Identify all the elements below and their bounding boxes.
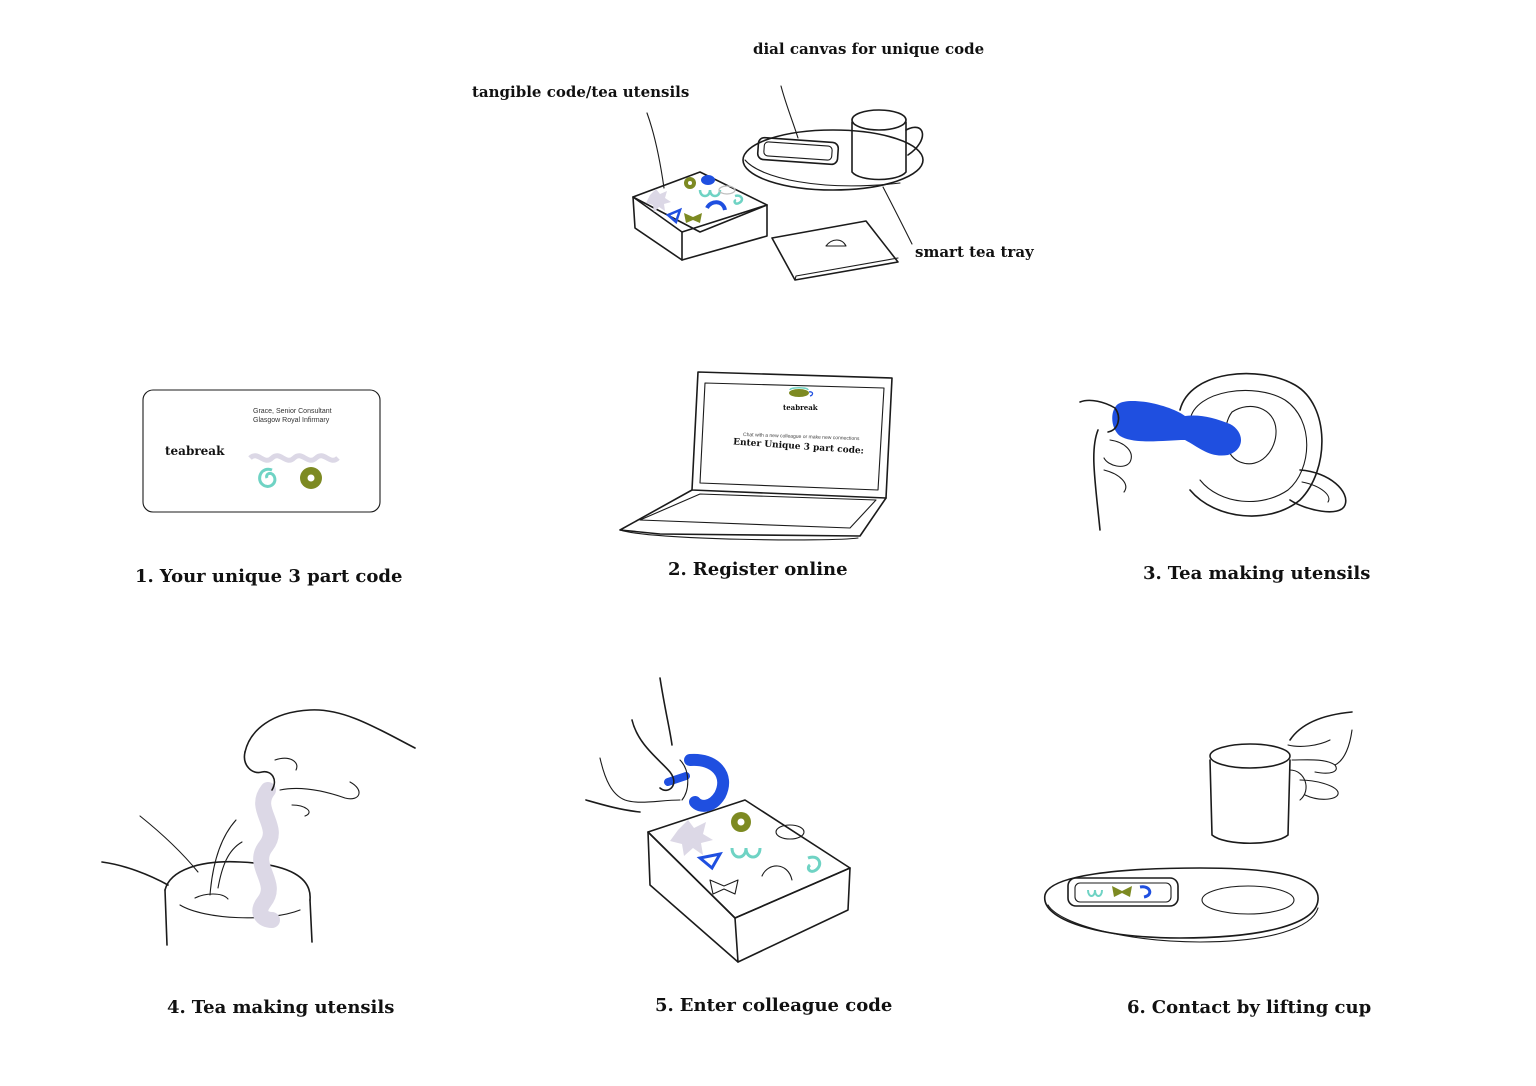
step-3-title: Tea making utensils: [1167, 563, 1371, 584]
leader-line-code: [646, 112, 665, 189]
card-name-line: Grace, Senior Consultant: [253, 408, 332, 415]
step-5-number: 5.: [655, 995, 674, 1016]
tea-box-icon: [632, 171, 768, 261]
cup-icon: [164, 860, 313, 946]
cup-icon: [851, 109, 924, 181]
label-tangible-code: tangible code/tea utensils: [472, 83, 690, 101]
card-location-line: Glasgow Royal Infirmary: [253, 417, 330, 424]
step-6-caption: 6.Contact by lifting cup: [1127, 997, 1371, 1018]
cup-icon: [1209, 743, 1307, 845]
coaster-icon: [771, 220, 899, 281]
step-2-caption: 2.Register online: [668, 559, 848, 580]
laptop-icon: [619, 371, 893, 541]
tea-box-icon: [647, 799, 851, 963]
label-smart-tray: smart tea tray: [915, 243, 1034, 261]
tea-tray-icon: [1044, 867, 1319, 943]
card-icon: [142, 389, 381, 513]
step-1-number: 1.: [135, 566, 154, 587]
label-dial-canvas: dial canvas for unique code: [753, 40, 985, 58]
step-4-caption: 4.Tea making utensils: [167, 997, 394, 1018]
step-1-caption: 1.Your unique 3 part code: [135, 566, 402, 587]
wavy-stirrer-icon: [252, 782, 280, 928]
step-5-caption: 5.Enter colleague code: [655, 995, 892, 1016]
laptop-brand: teabreak: [783, 403, 818, 412]
arc-utensil-icon: [664, 753, 730, 812]
leader-line-tray: [882, 186, 913, 245]
card-brand: teabreak: [165, 444, 225, 458]
step-2-number: 2.: [668, 559, 687, 580]
hand-icon: [101, 709, 416, 896]
leader-line-dial: [780, 85, 799, 139]
step-2-title: Register online: [692, 559, 848, 580]
step-3-number: 3.: [1143, 563, 1162, 584]
tea-tray-icon: [742, 129, 924, 191]
hand-icon: [1287, 711, 1353, 800]
cup-icon: [1179, 372, 1347, 517]
hand-icon: [1079, 399, 1132, 531]
step-5-title: Enter colleague code: [679, 995, 893, 1016]
step-6-title: Contact by lifting cup: [1151, 997, 1372, 1018]
step-4-title: Tea making utensils: [191, 997, 395, 1018]
step-6-number: 6.: [1127, 997, 1146, 1018]
bowtie-utensil-icon: [1112, 400, 1242, 456]
step-4-number: 4.: [167, 997, 186, 1018]
hand-icon: [585, 677, 689, 813]
step-1-title: Your unique 3 part code: [159, 566, 403, 587]
step-3-caption: 3.Tea making utensils: [1143, 563, 1370, 584]
